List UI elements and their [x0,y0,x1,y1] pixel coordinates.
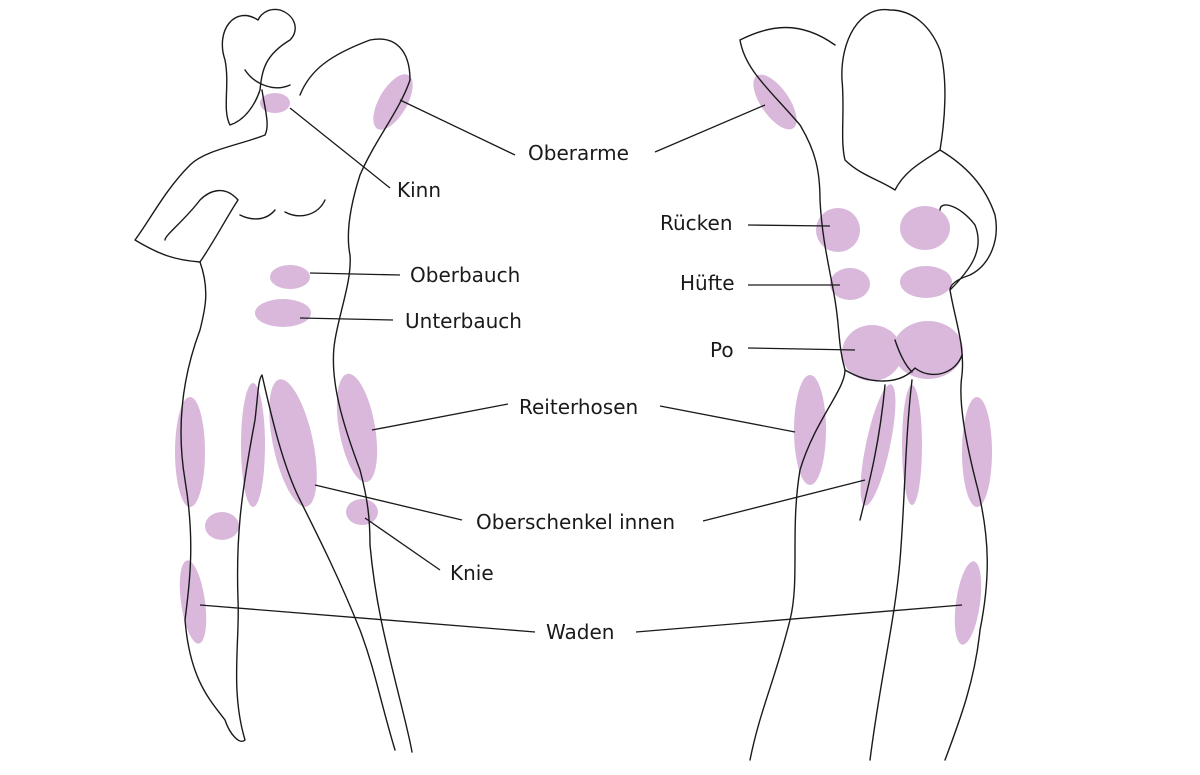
zone-po-right [893,321,963,379]
leader-unterbauch [299,317,394,321]
front-zones [175,74,413,644]
zone-wade-back [954,561,982,645]
zone-reiterhosen-back-right [962,397,992,507]
zone-ruecken-left [816,208,860,252]
zone-kinn [260,93,290,113]
label-reiterhosen: Reiterhosen [519,395,639,419]
leader-reiterhosen-back [659,405,796,433]
leader-oberschenkel-front [314,484,463,521]
label-kinn: Kinn [397,178,442,202]
leader-lines [199,99,963,633]
zone-oberarm-front [373,74,413,130]
leader-waden-back [635,604,963,633]
leader-oberarme-front [399,99,516,156]
label-waden: Waden [546,620,615,644]
back-figure-outline [739,8,997,761]
label-huefte: Hüfte [680,271,735,295]
zone-huefte-left [830,268,870,300]
zone-oberschenkel-back-left [860,384,896,506]
leader-kinn [289,107,391,189]
zone-reiterhosen-front-right [336,373,378,483]
label-knie: Knie [450,561,494,585]
label-oberarme: Oberarme [528,141,629,165]
zone-oberschenkel-front-right [269,379,317,507]
label-oberschenkel-innen: Oberschenkel innen [476,510,676,534]
zone-reiterhosen-front-left [175,397,205,507]
leader-po [747,347,856,351]
zone-wade-front [179,560,207,644]
zone-huefte-right [900,266,952,298]
zone-oberschenkel-back-right [902,385,922,505]
zone-reiterhosen-back-left [794,375,826,485]
back-zones [753,74,992,645]
label-po: Po [710,338,734,362]
zone-ruecken-right [900,206,950,250]
label-oberbauch: Oberbauch [410,263,521,287]
zone-knie-right [346,499,378,525]
leader-waden-front [199,604,536,633]
zone-oberschenkel-front-left [241,383,265,507]
leader-ruecken [747,224,831,227]
leader-oberbauch [309,272,401,276]
front-figure-outline [134,8,413,753]
leader-knie [364,517,441,571]
leader-oberarme-back [654,104,766,153]
zone-unterbauch [255,299,311,327]
zone-knie-left [205,512,239,540]
leader-reiterhosen-front [371,403,509,431]
zone-po-left [842,325,902,381]
label-unterbauch: Unterbauch [405,309,522,333]
zone-oberbauch [270,265,310,289]
leader-oberschenkel-back [702,479,866,522]
label-ruecken: Rücken [660,211,733,235]
zone-oberarm-back [753,74,797,130]
